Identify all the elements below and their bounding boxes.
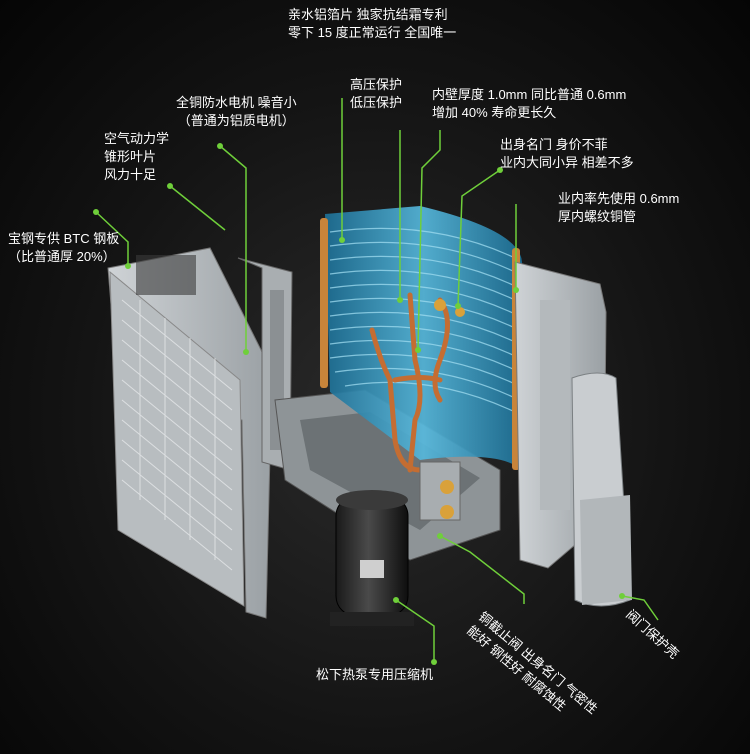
label-brand-line1: 出身名门 身价不菲 — [500, 137, 608, 152]
leader-dots — [93, 143, 625, 665]
front-panel — [107, 247, 273, 619]
label-fins-line2: 零下 15 度正常运行 全国唯一 — [288, 25, 457, 40]
label-wall-line2: 增加 40% 寿命更长久 — [432, 105, 557, 120]
valve-block — [419, 461, 461, 521]
label-blades: 空气动力学 锥形叶片 风力十足 — [104, 130, 169, 184]
label-blades-line2: 锥形叶片 — [104, 149, 157, 164]
label-compressor: 松下热泵专用压缩机 — [316, 666, 433, 684]
label-steel-line2: （比普通厚 20%） — [8, 249, 116, 264]
label-motor-line1: 全铜防水电机 噪音小 — [176, 95, 297, 110]
pressure-switches — [434, 299, 465, 317]
label-brand: 出身名门 身价不菲 业内大同小异 相差不多 — [500, 136, 634, 172]
label-blades-line1: 空气动力学 — [104, 131, 170, 146]
leader-lines — [95, 98, 659, 662]
label-wall-line1: 内壁厚度 1.0mm 同比普通 0.6mm — [432, 87, 627, 102]
label-wall: 内壁厚度 1.0mm 同比普通 0.6mm 增加 40% 寿命更长久 — [432, 86, 626, 122]
label-pressure-line1: 高压保护 — [350, 77, 403, 92]
compressor — [330, 490, 414, 626]
label-pressure: 高压保护 低压保护 — [350, 76, 402, 112]
label-tube-line2: 厚内螺纹铜管 — [558, 209, 637, 224]
label-fins: 亲水铝箔片 独家抗结霜专利 零下 15 度正常运行 全国唯一 — [288, 6, 456, 42]
label-blades-line3: 风力十足 — [104, 167, 157, 182]
label-steel: 宝钢专供 BTC 钢板 （比普通厚 20%） — [8, 230, 119, 266]
valve-guard — [571, 372, 632, 607]
label-brand-line2: 业内大同小异 相差不多 — [500, 155, 634, 170]
label-pressure-line2: 低压保护 — [350, 95, 403, 110]
label-tube-line1: 业内率先使用 0.6mm — [558, 191, 680, 206]
label-fins-line1: 亲水铝箔片 独家抗结霜专利 — [288, 7, 448, 22]
label-steel-line1: 宝钢专供 BTC 钢板 — [8, 231, 120, 246]
label-motor: 全铜防水电机 噪音小 （普通为铝质电机） — [176, 94, 297, 130]
label-compressor-line1: 松下热泵专用压缩机 — [316, 667, 434, 682]
label-tube: 业内率先使用 0.6mm 厚内螺纹铜管 — [558, 190, 679, 226]
label-motor-line2: （普通为铝质电机） — [177, 113, 295, 128]
copper-piping — [369, 292, 450, 473]
